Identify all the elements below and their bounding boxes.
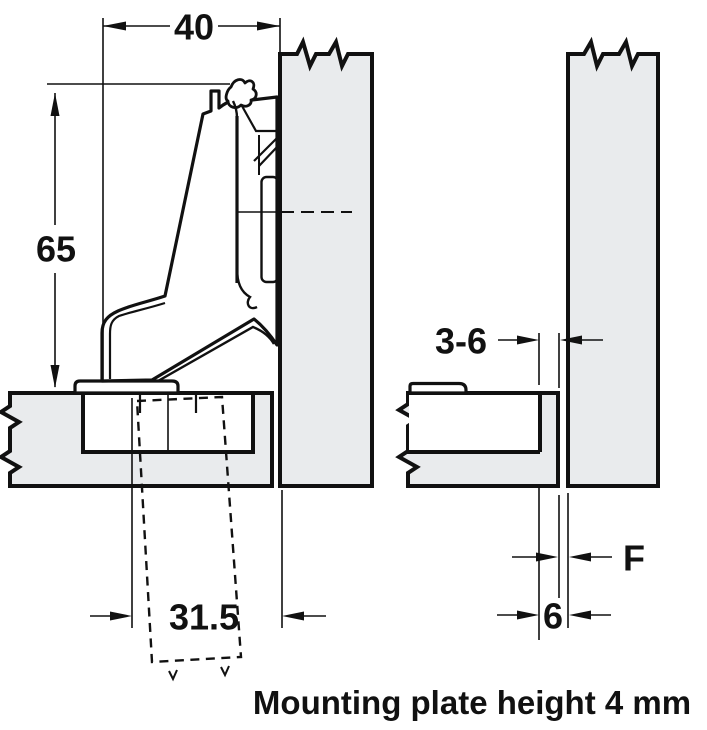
extension-line — [131, 398, 283, 628]
dimension-6-label: 6 — [543, 596, 563, 637]
dimension-F: F — [512, 538, 645, 579]
arrow-left-icon — [569, 610, 591, 620]
arrow-left-icon — [282, 611, 304, 621]
arrow-right-icon — [517, 610, 539, 620]
extension-line — [102, 18, 281, 380]
arrow-up-icon — [50, 93, 60, 116]
hinge-internal-details — [108, 100, 280, 383]
cabinet-panel — [278, 36, 374, 488]
cross-section-with-hinge: 40 65 31.5 — [0, 7, 374, 682]
mounting-plate-tab — [408, 381, 468, 395]
arrow-right-icon — [257, 21, 280, 31]
hinge-cup-flange — [73, 379, 180, 395]
dimension-3-6: 3-6 — [435, 321, 603, 362]
arrow-down-icon — [50, 365, 60, 388]
drill-hole-outline — [135, 395, 243, 682]
dimension-40: 40 — [102, 7, 281, 380]
hinge-adjustment-cam — [224, 78, 258, 109]
dimension-31-5-label: 31.5 — [169, 597, 239, 638]
cross-section-door-gap: 3-6 F 6 — [395, 36, 660, 640]
dimension-65: 65 — [36, 83, 230, 388]
extension-lines-right — [538, 333, 569, 640]
hinge-cup-recess-right — [409, 395, 538, 450]
caption-text: Mounting plate height 4 mm — [253, 684, 691, 721]
dimension-65-label: 65 — [36, 229, 76, 270]
cabinet-panel-right — [566, 36, 660, 488]
dimension-3-6-label: 3-6 — [435, 321, 487, 362]
drill-direction-arrows — [168, 665, 230, 682]
dimension-31-5: 31.5 — [90, 398, 326, 638]
hinge-arm — [100, 89, 279, 383]
arrow-right-icon — [517, 335, 539, 345]
arrow-left-icon — [569, 552, 591, 562]
arrow-right-icon — [110, 611, 132, 621]
dimension-6: 6 — [497, 596, 611, 637]
arrow-left-icon — [560, 335, 582, 345]
dimension-40-label: 40 — [174, 7, 214, 48]
arrow-right-icon — [536, 552, 558, 562]
dimension-F-label: F — [623, 538, 645, 579]
recess-edge-lines — [407, 395, 542, 454]
cup-wall-lines — [138, 394, 198, 413]
arrow-left-icon — [103, 21, 126, 31]
